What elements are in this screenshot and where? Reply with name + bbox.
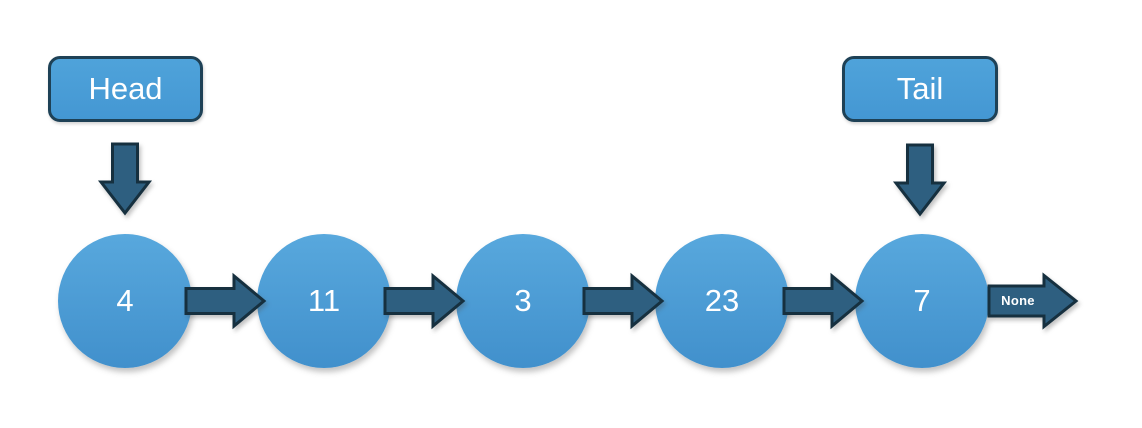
list-node: 11: [257, 234, 391, 368]
head-label: Head: [88, 71, 163, 106]
node-value: 7: [913, 283, 931, 318]
list-node: 23: [655, 234, 789, 368]
node-value: 11: [307, 283, 341, 318]
tail-label: Tail: [896, 71, 944, 106]
list-node: 4: [58, 234, 192, 368]
null-pointer-label: None: [1001, 293, 1035, 308]
tail-label-box: Tail: [842, 56, 998, 122]
null-pointer-arrow-icon: [987, 272, 1079, 330]
list-node: 3: [456, 234, 590, 368]
head-label-box: Head: [48, 56, 203, 122]
node-value: 23: [704, 283, 740, 318]
node-value: 4: [116, 283, 134, 318]
next-pointer-arrow-icon: [184, 272, 267, 330]
node-value: 3: [514, 283, 532, 318]
head-pointer-down-arrow-icon: [97, 142, 153, 216]
next-pointer-arrow-icon: [782, 272, 865, 330]
next-pointer-arrow-icon: [582, 272, 665, 330]
tail-pointer-down-arrow-icon: [892, 143, 948, 217]
next-pointer-arrow-icon: [383, 272, 466, 330]
list-node: 7: [855, 234, 989, 368]
